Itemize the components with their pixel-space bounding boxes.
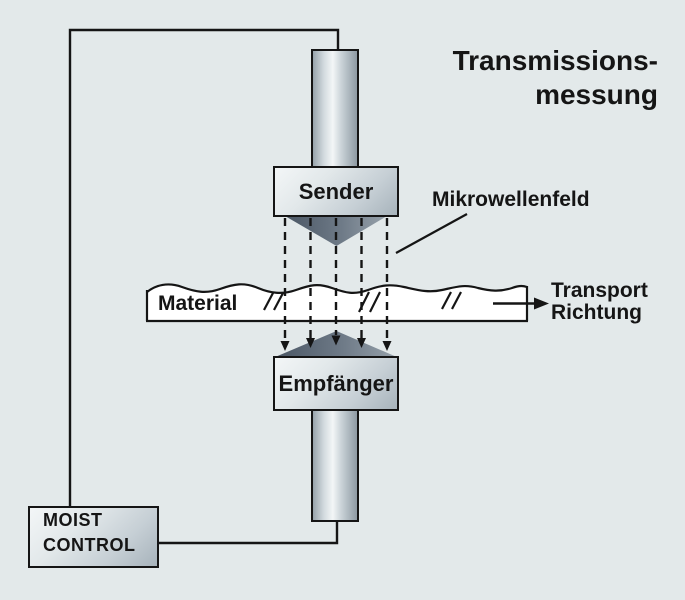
hatch-slash xyxy=(441,291,452,310)
beam-arrowhead-icon xyxy=(331,335,341,346)
beam-arrowhead-icon xyxy=(280,341,290,351)
receiver-label: Empfänger xyxy=(278,370,394,396)
material-band-top-edge xyxy=(146,283,528,294)
receiver-box: Empfänger xyxy=(273,356,399,411)
beam-arrowhead-icon xyxy=(306,338,315,348)
beam-arrowhead-icon xyxy=(382,341,392,351)
moist-control-box: MOIST CONTROL xyxy=(28,506,159,568)
receiver-waveguide xyxy=(311,410,359,522)
title-line1: Transmissions- xyxy=(452,45,658,76)
transport-direction-label: Transport Richtung xyxy=(551,280,648,324)
microwave-beam-lines xyxy=(280,218,392,351)
hatch-slash xyxy=(263,292,274,311)
field-label-pointer-line xyxy=(395,213,468,254)
hatch-slash xyxy=(369,291,381,313)
sender-waveguide xyxy=(311,49,359,167)
transport-label-line1: Transport xyxy=(551,279,648,302)
transport-label-line2: Richtung xyxy=(551,301,642,324)
material-hatch-marks xyxy=(263,291,462,313)
beam-arrowhead-icon xyxy=(357,338,366,348)
hatch-slash xyxy=(451,291,462,310)
transport-direction-arrow xyxy=(493,297,549,310)
sender-box: Sender xyxy=(273,166,399,217)
material-label: Material xyxy=(158,292,238,315)
wire-sender-to-controller xyxy=(68,28,340,506)
hatch-slash xyxy=(273,292,284,311)
hatch-slash xyxy=(358,291,370,313)
wire-receiver-to-controller xyxy=(158,521,339,545)
moist-control-label-line2: CONTROL xyxy=(43,535,136,555)
microwave-field-label: Mikrowellenfeld xyxy=(432,188,590,211)
sender-label: Sender xyxy=(298,178,374,204)
diagram-title: Transmissions- messung xyxy=(453,44,658,112)
arrow-head-icon xyxy=(534,297,549,310)
title-line2: messung xyxy=(535,79,658,110)
moist-control-label-line1: MOIST xyxy=(43,510,103,530)
